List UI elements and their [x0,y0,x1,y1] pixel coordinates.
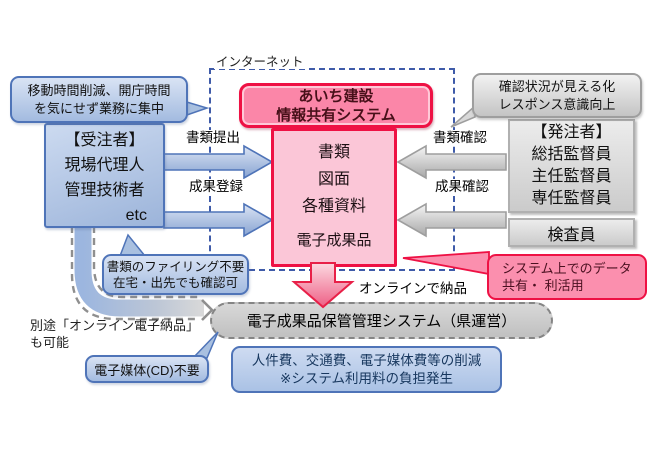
orderer-role: 【発注者】 [531,124,612,141]
visibility-callout-line2: レスポンス意識向上 [498,96,616,112]
content-footer: 電子成果品 [296,232,372,249]
result-check-arrow [396,202,507,238]
orderer-box: 【発注者】 総括監督員 主任監督員 専任監督員 [508,119,635,213]
filing-callout: 書類のファイリング不要 在宅・出先でも確認可 [102,254,249,295]
content-item-drawings: 図面 [317,171,350,188]
register-arrow [163,202,274,238]
mobile-callout-line1: 移動時間削減、開庁時間 [27,82,171,98]
online-delivery-label: オンラインで納品 [357,281,469,297]
cost-box: 人件費、交通費、電子媒体費等の削減 ※システム利用料の負担発生 [231,346,502,393]
contractor-etc: etc [125,207,147,224]
submit-arrow [163,144,274,180]
storage-system-ellipse: 電子成果品保管管理システム（県運営） [210,302,553,339]
register-label: 成果登録 [187,179,245,195]
cost-line1: 人件費、交通費、電子媒体費等の削減 [251,352,482,368]
content-item-materials: 各種資料 [301,198,366,215]
contractor-member-1: 現場代理人 [64,157,145,174]
inspector-box: 検査員 [508,218,635,247]
internet-zone-label: インターネット [214,55,306,69]
online-delivery-arrow [291,262,355,309]
side-note-line1: 別途「オンライン電子納品」 [30,318,200,333]
system-content-box: 書類 図面 各種資料 電子成果品 [271,128,397,267]
submit-label: 書類提出 [184,130,242,146]
content-item-docs: 書類 [317,144,350,161]
orderer-member-2: 主任監督員 [531,168,612,185]
data-share-line1: システム上でのデータ [502,261,632,276]
contractor-member-2: 管理技術者 [64,182,145,199]
no-cd-callout: 電子媒体(CD)不要 [85,355,209,383]
side-note: 別途「オンライン電子納品」 も可能 [30,317,205,351]
system-title-line1: あいち建設 [298,87,374,105]
system-title-line2: 情報共有システム [276,106,396,124]
data-share-callout-tail [402,251,490,276]
filing-callout-line1: 書類のファイリング不要 [106,259,245,274]
doc-check-label: 書類確認 [431,130,489,146]
side-note-line2: も可能 [30,335,70,350]
cost-line2: ※システム利用料の負担発生 [280,370,453,386]
contractor-role: 【受注者】 [64,132,145,149]
contractor-box: 【受注者】 現場代理人 管理技術者 etc [44,123,165,228]
visibility-callout-line1: 確認状況が見える化 [498,78,616,94]
filing-callout-line2: 在宅・出先でも確認可 [112,275,238,290]
system-title-box: あいち建設 情報共有システム [239,83,433,128]
visibility-callout: 確認状況が見える化 レスポンス意識向上 [472,73,642,118]
result-check-label: 成果確認 [433,179,491,195]
mobile-callout-line2: を気にせず業務に集中 [33,100,164,116]
mobile-callout: 移動時間削減、開庁時間 を気にせず業務に集中 [10,76,188,123]
orderer-member-3: 専任監督員 [531,190,612,207]
orderer-member-1: 総括監督員 [531,146,612,163]
data-share-line2: 共有・ 利活用 [502,278,584,293]
data-share-callout: システム上でのデータ 共有・ 利活用 [487,254,647,300]
doc-check-arrow [396,144,507,180]
